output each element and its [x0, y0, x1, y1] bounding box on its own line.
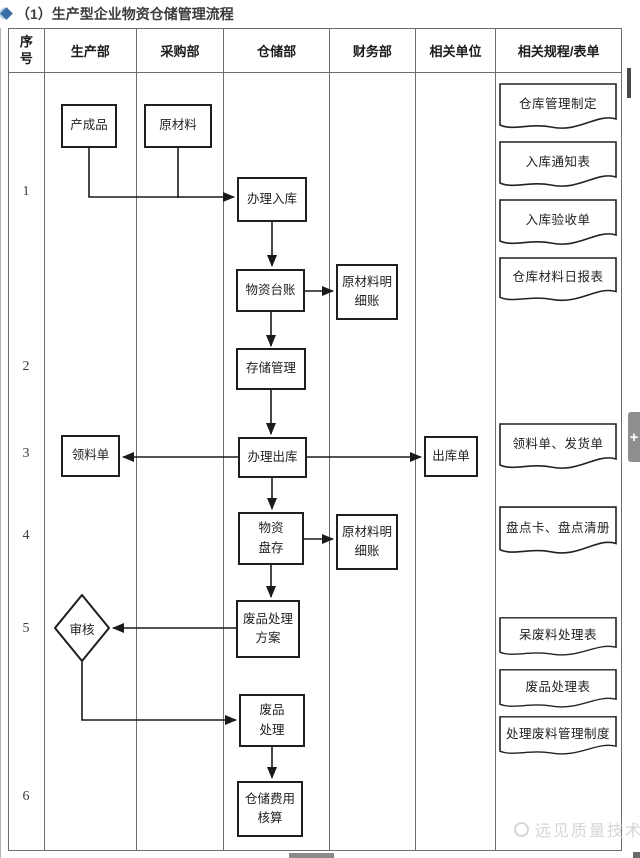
node-label: 物资台账 — [245, 282, 296, 297]
column-header-finance: 财务部 — [330, 29, 416, 72]
column-header-label: 仓储部 — [257, 44, 297, 59]
lane-warehouse — [224, 73, 330, 850]
column-header-related-units: 相关单位 — [416, 29, 497, 72]
row-number-4: 4 — [22, 528, 30, 543]
node-label: 出库单 — [432, 448, 470, 463]
document-obsolete-form: 呆废料处理表 — [499, 617, 617, 659]
document-label: 领料单、发货单 — [512, 437, 604, 451]
document-shape — [499, 669, 617, 708]
node-label: 原材料 — [159, 118, 197, 133]
document-shape — [499, 506, 617, 554]
flow-node-finished-goods: 产成品 — [61, 104, 117, 148]
column-header-warehouse: 仓储部 — [224, 29, 330, 72]
column-header-forms: 相关规程/表单 — [496, 29, 621, 72]
flow-node-scrap-plan: 废品处理 方案 — [236, 600, 300, 658]
diamond-shape — [54, 594, 110, 662]
node-label: 仓储费用 核算 — [244, 791, 295, 825]
document-inbound-notice: 入库通知表 — [499, 141, 617, 191]
document-shape — [499, 141, 617, 187]
column-header-label: 财务部 — [352, 44, 392, 59]
flow-node-storage: 存储管理 — [236, 348, 306, 390]
node-label: 原材料明 细账 — [341, 524, 392, 558]
document-waste-mgmt-system: 处理废料管理制度 — [499, 716, 617, 758]
flow-node-cost-accounting: 仓储费用 核算 — [237, 781, 303, 837]
diamond-bullet-icon — [0, 7, 13, 20]
document-scrap-form: 废品处理表 — [499, 669, 617, 711]
table-header-row: 序号 生产部 采购部 仓储部 财务部 相关单位 相关规程/表单 — [9, 29, 621, 73]
row-number-6: 6 — [22, 789, 30, 804]
document-label: 仓库材料日报表 — [512, 270, 604, 285]
lane-purchasing — [137, 73, 225, 850]
document-shape — [499, 617, 617, 656]
flow-node-outbound: 办理出库 — [238, 437, 307, 478]
flow-node-raw-detail-account-1: 原材料明 细账 — [336, 264, 398, 320]
lane-seq — [9, 73, 45, 850]
row-number-3: 3 — [22, 446, 30, 461]
flow-node-inbound: 办理入库 — [237, 177, 307, 222]
node-label: 办理出库 — [247, 449, 298, 464]
expand-plus-button[interactable]: + — [628, 412, 640, 462]
node-label: 存储管理 — [245, 361, 296, 376]
flow-node-requisition: 领料单 — [61, 435, 120, 477]
document-shape — [499, 199, 617, 245]
document-label: 废品处理表 — [525, 679, 591, 694]
page-edge-line — [0, 28, 1, 858]
column-header-seq: 序号 — [9, 29, 45, 72]
document-label: 入库验收单 — [525, 213, 591, 227]
node-label: 废品 处理 — [259, 703, 285, 737]
node-label: 审核 — [69, 622, 95, 637]
lane-related-units — [416, 73, 497, 850]
watermark-logo-icon — [514, 821, 529, 837]
document-label: 仓库管理制定 — [518, 97, 597, 111]
page-title: （1）生产型企业物资仓储管理流程 — [16, 6, 234, 22]
column-header-production: 生产部 — [45, 29, 137, 72]
document-shape — [499, 83, 617, 129]
watermark: 远见质量技术 — [514, 817, 640, 841]
column-header-purchasing: 采购部 — [137, 29, 225, 72]
scrollbar-corner — [633, 852, 640, 858]
column-header-label: 生产部 — [70, 44, 110, 59]
document-label: 处理废料管理制度 — [505, 726, 610, 741]
node-label: 物资 盘存 — [258, 521, 284, 555]
column-header-label: 相关单位 — [429, 44, 482, 59]
lane-production — [45, 73, 137, 850]
row-number-1: 1 — [22, 184, 30, 199]
document-daily-report: 仓库材料日报表 — [499, 257, 617, 305]
document-requisition-delivery: 领料单、发货单 — [499, 423, 617, 473]
document-warehouse-mgmt: 仓库管理制定 — [499, 83, 617, 133]
flow-node-raw-material: 原材料 — [144, 104, 212, 148]
node-label: 产成品 — [70, 118, 108, 133]
row-number-2: 2 — [22, 359, 30, 374]
lane-finance — [330, 73, 416, 850]
document-shape — [499, 423, 617, 469]
flow-node-scrap-handle: 废品 处理 — [239, 694, 305, 747]
node-label: 原材料明 细账 — [341, 274, 392, 308]
row-number-5: 5 — [22, 621, 30, 636]
node-label: 领料单 — [71, 448, 110, 463]
vertical-scrollbar-thumb[interactable] — [627, 68, 631, 98]
flow-node-outbound-order: 出库单 — [424, 436, 478, 477]
horizontal-scrollbar-thumb[interactable] — [289, 853, 334, 858]
column-header-label: 相关规程/表单 — [517, 44, 600, 59]
document-inbound-acceptance: 入库验收单 — [499, 199, 617, 249]
flow-decision-review: 审核 — [54, 594, 110, 662]
document-inventory-card: 盘点卡、盘点清册 — [499, 506, 617, 558]
watermark-text: 远见质量技术 — [535, 823, 640, 840]
column-header-label: 序号 — [19, 34, 33, 66]
node-label: 办理入库 — [246, 191, 297, 206]
column-header-label: 采购部 — [160, 44, 200, 59]
flow-node-raw-detail-account-2: 原材料明 细账 — [336, 514, 398, 570]
flow-node-ledger: 物资台账 — [236, 269, 305, 312]
document-label: 盘点卡、盘点清册 — [505, 520, 610, 535]
flow-node-inventory: 物资 盘存 — [238, 512, 304, 565]
document-label: 呆废料处理表 — [518, 627, 597, 642]
document-shape — [499, 716, 617, 755]
node-label: 废品处理 方案 — [242, 611, 293, 645]
document-label: 入库通知表 — [525, 155, 591, 169]
document-shape — [499, 257, 617, 302]
